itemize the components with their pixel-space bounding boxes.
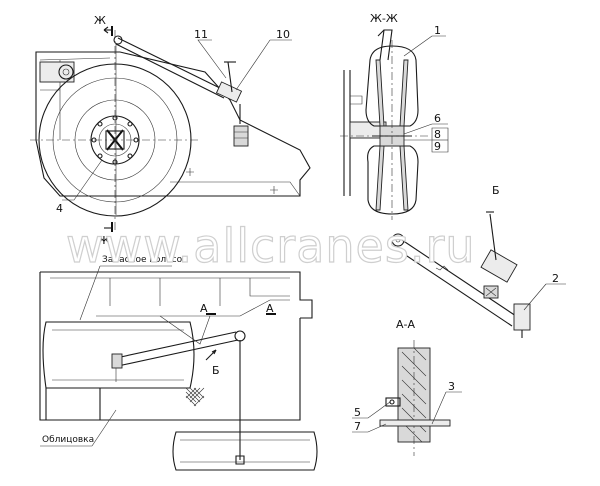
callout-9: 9 — [434, 140, 441, 153]
note-cladding: Облицовка — [42, 435, 94, 445]
view-title-b: Б — [492, 184, 500, 197]
section-mark-a-left: А — [200, 302, 208, 315]
callout-4: 4 — [56, 202, 63, 215]
callout-3: 3 — [448, 380, 455, 393]
callout-6: 6 — [434, 112, 441, 125]
side-view-wheel: Ж Ж 11 10 4 — [30, 14, 311, 247]
section-title-zh-zh: Ж-Ж — [370, 12, 398, 25]
section-mark-b: Б — [212, 364, 220, 377]
view-b-detail: Б 2 — [391, 184, 566, 338]
callout-10: 10 — [276, 28, 290, 41]
callout-5: 5 — [354, 406, 361, 419]
section-view-zh-zh: Ж-Ж 1 6 8 9 — [340, 12, 449, 220]
hatch-pattern — [185, 387, 205, 407]
vehicle-side-view: А А Б Запасное колесо Облицовка — [39, 255, 318, 471]
section-title-a-a: А-А — [396, 318, 415, 331]
callout-2: 2 — [552, 272, 559, 285]
section-mark-zh-top: Ж — [94, 14, 106, 27]
callout-11: 11 — [194, 28, 208, 41]
callout-8: 8 — [434, 128, 441, 141]
callout-7: 7 — [354, 420, 361, 433]
rim-bolts — [91, 115, 139, 165]
callout-1: 1 — [434, 24, 441, 37]
section-mark-zh-bottom: Ж — [98, 234, 110, 247]
watermark: www.allcranes.ru — [66, 219, 476, 273]
section-mark-a-right: А — [266, 302, 274, 315]
note-spare-wheel: Запасное колесо — [102, 255, 183, 265]
section-view-a-a: А-А 5 7 3 — [352, 318, 462, 456]
